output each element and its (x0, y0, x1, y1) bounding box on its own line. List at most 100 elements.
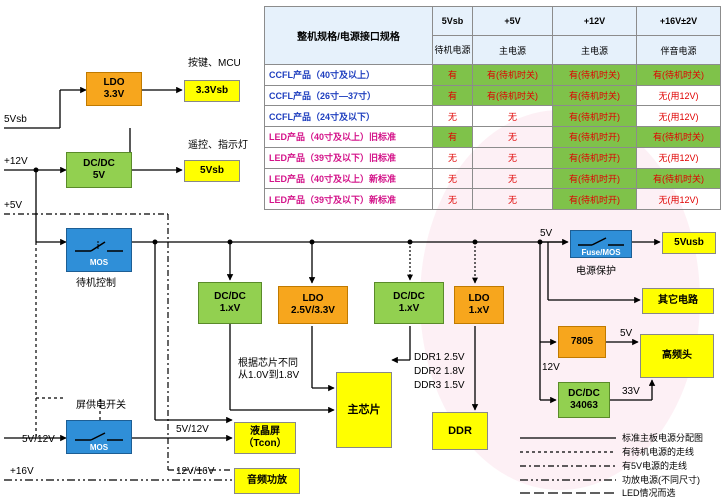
ldo-1x-value: 1.xV (468, 305, 490, 316)
standby-control-label: 待机控制 (76, 278, 116, 289)
main-chip-block: 主芯片 (336, 372, 392, 448)
table-cell: 有(待机时开) (552, 188, 637, 210)
bus-5v-label: 5V (540, 228, 553, 239)
table-row: LED产品（39寸及以下）新标准无无有(待机时开)无(用12V) (264, 188, 721, 210)
v33sb-label: 3.3Vsb (195, 85, 229, 96)
v12-tuner-label: 12V (542, 362, 560, 373)
ddr-block: DDR (432, 412, 488, 450)
table-row: CCFL产品（26寸—37寸）有有(待机时关)有(待机时关)无(用12V) (264, 84, 721, 107)
legend-item: LED情况而选 (622, 488, 676, 498)
table-cell: 无 (472, 146, 553, 169)
legend-item: 功放电源(不同尺寸) (622, 475, 700, 485)
other-circuits-block: 其它电路 (642, 288, 714, 314)
table-row-name: CCFL产品（40寸及以上） (264, 64, 433, 86)
table-cell: 有(待机时关) (636, 64, 721, 86)
ldo-3v3-title: LDO (103, 77, 125, 88)
amp-label: 音频功放 (247, 475, 287, 486)
dcdc-1x-a-value: 1.xV (219, 303, 241, 314)
table-row-name: LED产品（39寸及以下）旧标准 (264, 146, 433, 169)
table-row: CCFL产品（24寸及以下）无无有(待机时开)无(用12V) (264, 105, 721, 128)
fuse-switch-icon (578, 237, 624, 246)
table-header-12v: +12V (552, 6, 637, 36)
dcdc-34063-value: 34063 (570, 400, 598, 411)
amp-input-label: 12V/16V (176, 466, 215, 477)
table-cell: 有(待机时关) (552, 84, 637, 107)
ddr2-voltage: DDR2 1.8V (414, 366, 465, 377)
table-cell: 有(待机时开) (552, 146, 637, 169)
lcd-block: 液晶屏 （Tcon） (234, 422, 296, 454)
table-subheader-5v: 主电源 (472, 35, 553, 65)
ddr3-voltage: DDR3 1.5V (414, 380, 465, 391)
table-row-name: LED产品（40寸及以上）旧标准 (264, 126, 433, 148)
keys-mcu-label: 按键、MCU (188, 58, 241, 69)
remote-led-label: 遥控、指示灯 (188, 140, 248, 151)
table-header-spec: 整机规格/电源接口规格 (264, 6, 433, 65)
table-cell: 无(用12V) (636, 146, 721, 169)
ldo-1x-title: LDO (468, 293, 490, 304)
dcdc-1x-b-value: 1.xV (398, 303, 420, 314)
mos-standby-label: MOS (89, 258, 109, 267)
table-cell: 无 (472, 126, 553, 148)
spec-table: 整机规格/电源接口规格 5Vsb +5V +12V +16V±2V 待机电源 主… (264, 6, 721, 210)
input-5v-12v: 5V/12V (22, 434, 55, 445)
table-cell: 有(待机时开) (552, 167, 637, 190)
v33-tuner-label: 33V (622, 386, 640, 397)
dcdc-5v-title: DC/DC (83, 158, 115, 169)
table-header-16v: +16V±2V (636, 6, 721, 36)
fuse-mos-switch: Fuse/MOS (570, 230, 632, 258)
table-cell: 有(待机时关) (472, 84, 553, 107)
table-cell: 有(待机时开) (552, 105, 637, 128)
table-cell: 无 (432, 167, 473, 190)
power-protect-label: 电源保护 (576, 266, 616, 277)
ldo-3v3-block: LDO 3.3V (86, 72, 142, 106)
table-cell: 无 (472, 167, 553, 190)
table-row-name: LED产品（39寸及以下）新标准 (264, 188, 433, 210)
ddr1-voltage: DDR1 2.5V (414, 352, 465, 363)
amp-block: 音频功放 (234, 468, 300, 494)
tuner-block: 高频头 (640, 334, 714, 378)
table-subheader-5vsb: 待机电源 (432, 35, 473, 65)
dcdc-34063-block: DC/DC 34063 (558, 382, 610, 418)
dcdc-5v-value: 5V (92, 170, 106, 181)
v33sb-output: 3.3Vsb (184, 80, 240, 102)
mos-panel-label: MOS (89, 443, 109, 452)
table-cell: 无 (472, 188, 553, 210)
dcdc-1x-b-title: DC/DC (393, 291, 425, 302)
table-row: LED产品（39寸及以下）旧标准无无有(待机时开)无(用12V) (264, 146, 721, 169)
table-subheader-row: 待机电源 主电源 主电源 伴音电源 (265, 35, 721, 65)
table-cell: 有 (432, 126, 473, 148)
table-cell: 有(待机时关) (552, 64, 637, 86)
v5-7805-label: 5V (620, 328, 633, 339)
table-cell: 有(待机时开) (552, 126, 637, 148)
table-cell: 无 (432, 146, 473, 169)
table-header-5vsb: 5Vsb (432, 6, 473, 36)
lcd-subtitle: （Tcon） (243, 438, 287, 449)
dcdc-1x-a-title: DC/DC (214, 291, 246, 302)
lcd-input-label: 5V/12V (176, 424, 209, 435)
ldo-1x-block: LDO 1.xV (454, 286, 504, 324)
table-cell: 无 (432, 188, 473, 210)
table-row-name: CCFL产品（26寸—37寸） (264, 84, 433, 107)
table-header-row: 整机规格/电源接口规格 5Vsb +5V +12V +16V±2V (264, 6, 721, 65)
dcdc-1x-a-block: DC/DC 1.xV (198, 282, 262, 324)
reg-7805-block: 7805 (558, 326, 606, 358)
dcdc-1x-b-block: DC/DC 1.xV (374, 282, 444, 324)
table-cell: 无(用12V) (636, 188, 721, 210)
other-circuits-label: 其它电路 (658, 295, 698, 306)
table-cell: 有 (432, 84, 473, 107)
table-cell: 有(待机时关) (636, 126, 721, 148)
lcd-title: 液晶屏 (250, 426, 280, 437)
table-cell: 无(用12V) (636, 105, 721, 128)
legend-item: 标准主板电源分配图 (622, 433, 704, 443)
table-subheader-12v: 主电源 (552, 35, 637, 65)
switch-icon (75, 241, 123, 252)
ldo-25-33-block: LDO 2.5V/3.3V (278, 286, 348, 324)
table-cell: 无 (432, 105, 473, 128)
ldo-3v3-value: 3.3V (103, 89, 125, 100)
v5sb-output: 5Vsb (184, 160, 240, 182)
legend-item: 有5V电源的走线 (622, 461, 688, 471)
table-row: LED产品（40寸及以上）新标准无无有(待机时开)有(待机时关) (264, 167, 721, 190)
tuner-label: 高频头 (662, 350, 692, 361)
v5sb-out-label: 5Vsb (200, 165, 224, 176)
panel-switch-label: 屏供电开关 (76, 400, 126, 411)
